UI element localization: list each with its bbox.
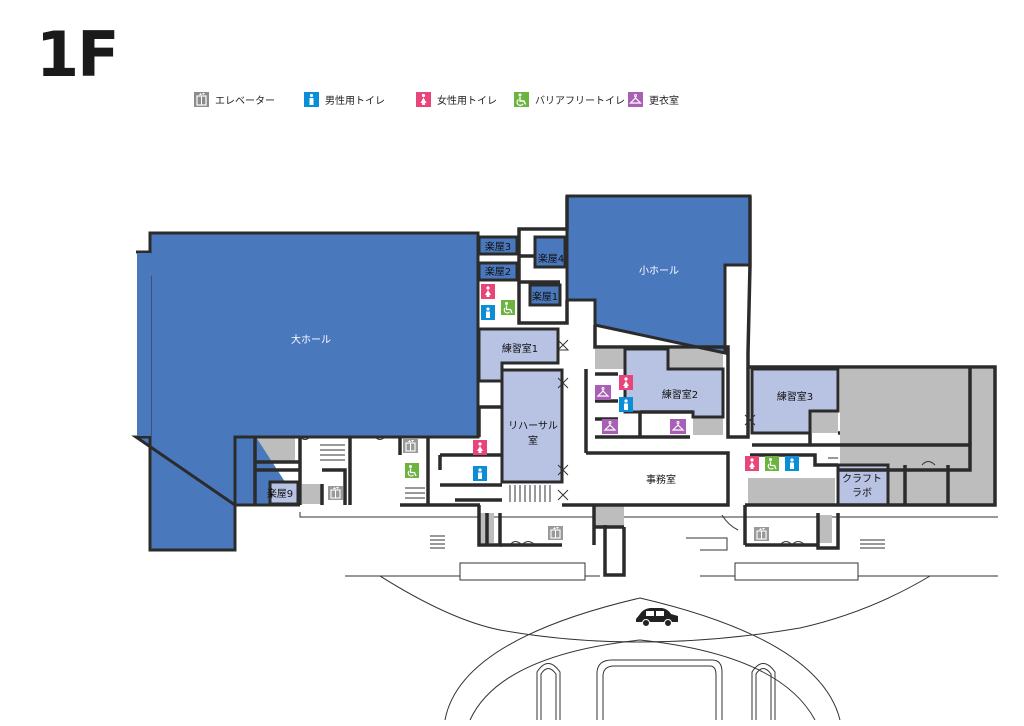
female-toilet-icon <box>473 440 487 455</box>
elevator-icon <box>753 526 770 542</box>
stairs <box>320 444 551 502</box>
female-toilet-icon <box>416 92 431 107</box>
label-renshu1: 練習室1 <box>502 342 538 355</box>
male-toilet-icon <box>473 466 487 481</box>
accessible-toilet-icon <box>500 299 516 316</box>
elevator-icon <box>327 485 344 501</box>
site-outline <box>299 512 998 721</box>
room-areas <box>268 327 890 507</box>
legend-label: エレベーター <box>215 96 275 107</box>
label-gakuya3: 楽屋3 <box>485 240 511 253</box>
legend-label: 男性用トイレ <box>325 96 385 107</box>
legend-item-dressing-room: 更衣室 <box>628 92 679 107</box>
label-renshu2: 練習室2 <box>662 388 698 401</box>
legend-item-elevator: エレベーター <box>194 92 275 107</box>
label-gakuya1: 楽屋1 <box>532 290 558 303</box>
hall-edge <box>137 253 151 436</box>
female-toilet-icon <box>481 284 495 299</box>
dressing-room-icon <box>669 418 687 435</box>
label-gakuya2: 楽屋2 <box>485 265 511 278</box>
label-craft-1: クラフト <box>842 473 882 485</box>
label-gakuya4: 楽屋4 <box>538 252 564 265</box>
male-toilet-icon <box>481 305 495 320</box>
car-icon <box>636 608 678 627</box>
male-toilet-icon <box>304 92 319 107</box>
legend-label: バリアフリートイレ <box>535 96 625 107</box>
elevator-icon <box>547 525 564 541</box>
female-toilet-icon <box>619 375 633 390</box>
label-shohall: 小ホール <box>639 265 679 277</box>
male-toilet-icon <box>785 456 799 471</box>
label-rehearsal-2: 室 <box>528 434 538 447</box>
legend-item-accessible-toilet: バリアフリートイレ <box>514 92 625 107</box>
floor-title: 1F <box>36 18 119 91</box>
walls <box>253 196 997 577</box>
label-rehearsal-1: リハーサル <box>508 420 558 432</box>
accessible-toilet-icon <box>404 462 420 479</box>
dressing-room-icon <box>601 418 619 435</box>
dressing-room-icon <box>594 384 612 401</box>
label-craft-2: ラボ <box>852 487 872 499</box>
legend-item-female-toilet: 女性用トイレ <box>416 92 497 107</box>
dressing-room-icon <box>628 92 643 107</box>
accessible-toilet-icon <box>514 92 529 107</box>
plaza-features <box>536 659 776 720</box>
doors <box>299 339 936 546</box>
hall-areas <box>131 194 752 552</box>
accessible-toilet-icon <box>764 455 780 472</box>
legend-label: 女性用トイレ <box>437 96 497 107</box>
elevator-icon <box>402 438 419 454</box>
legend-label: 更衣室 <box>649 96 679 107</box>
label-renshu3: 練習室3 <box>777 390 813 403</box>
label-gakuya9: 楽屋9 <box>267 487 293 500</box>
elevator-icon <box>194 92 209 107</box>
entrance-steps <box>430 535 885 581</box>
label-daihall: 大ホール <box>291 333 331 346</box>
legend-item-male-toilet: 男性用トイレ <box>304 92 385 107</box>
male-toilet-icon <box>619 397 633 412</box>
label-jimushitsu: 事務室 <box>646 473 676 486</box>
female-toilet-icon <box>745 456 759 471</box>
